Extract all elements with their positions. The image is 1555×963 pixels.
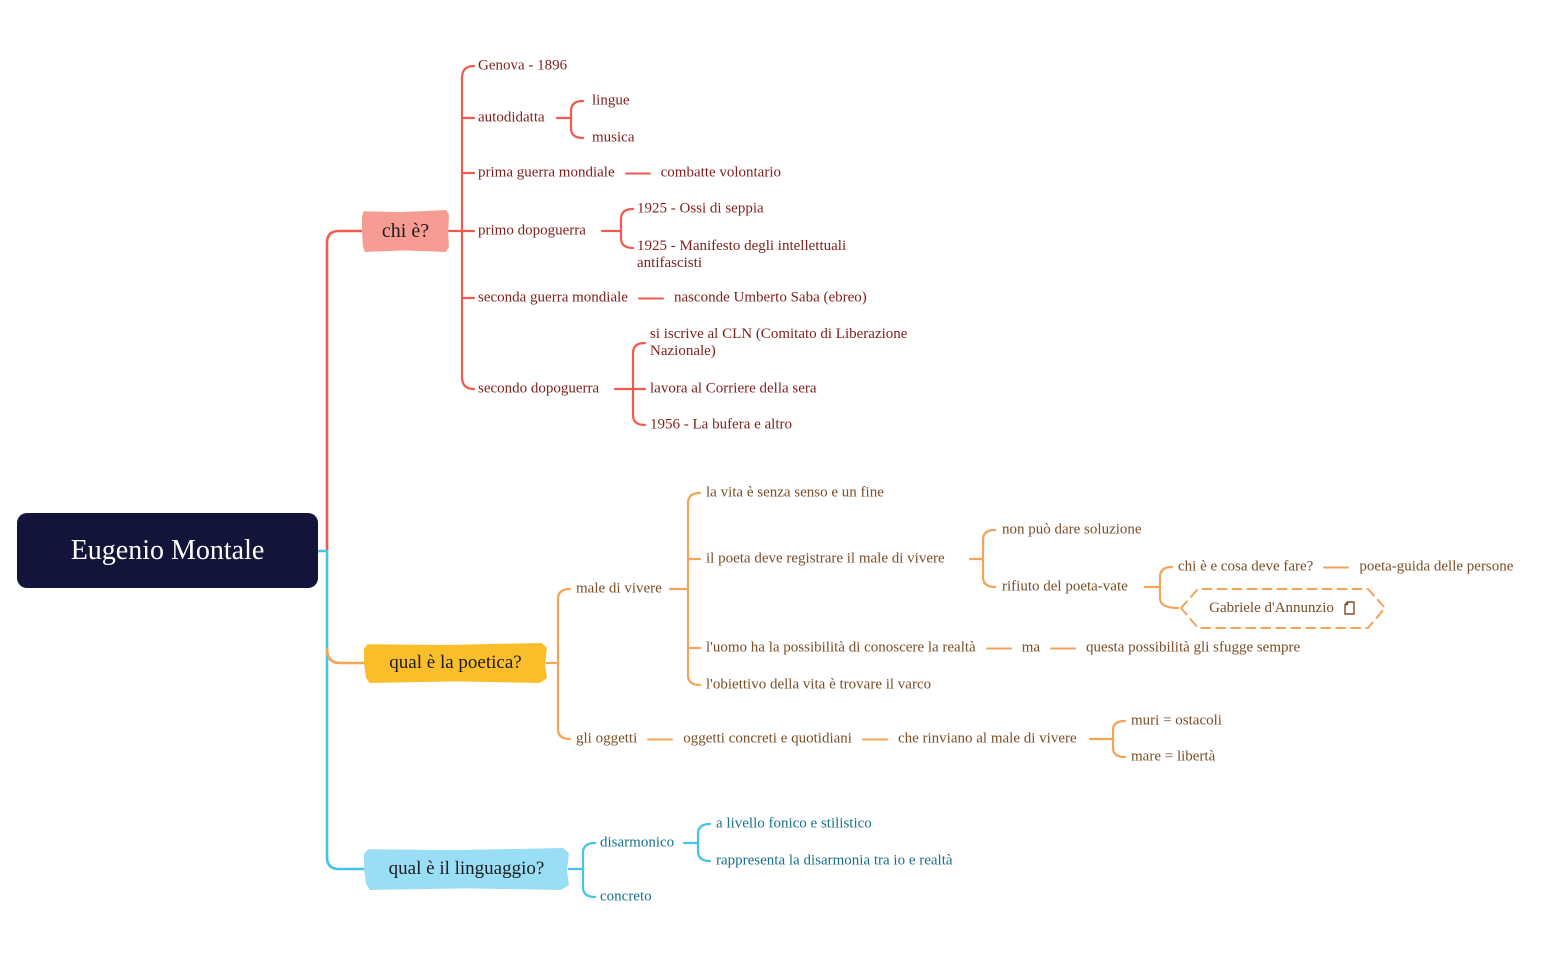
connector-dash	[861, 738, 888, 740]
node-chi-e-cosa-deve-fare[interactable]: chi è e cosa deve fare?	[1178, 558, 1314, 575]
node-non-puo-dare-soluzione[interactable]: non può dare soluzione	[1002, 521, 1142, 538]
node-prima-guerra-mondiale[interactable]: prima guerra mondiale	[478, 164, 615, 181]
node-secondo-dopoguerra[interactable]: secondo dopoguerra	[478, 380, 600, 397]
node-obiettivo-varco[interactable]: l'obiettivo della vita è trovare il varc…	[706, 676, 932, 693]
note-icon[interactable]	[1342, 600, 1357, 616]
node-uomo-conoscere-realta[interactable]: l'uomo ha la possibilità di conoscere la…	[706, 639, 976, 656]
node-male-di-vivere[interactable]: male di vivere	[576, 580, 662, 597]
connector-dash	[624, 172, 651, 174]
node-cln[interactable]: si iscrive al CLN (Comitato di Liberazio…	[650, 326, 908, 359]
node-manifesto-antifascisti[interactable]: 1925 - Manifesto degli intellettuali ant…	[637, 238, 847, 271]
root-topic[interactable]: Eugenio Montale	[17, 513, 318, 588]
node-gabriele-dannunzio[interactable]: Gabriele d'Annunzio	[1181, 588, 1385, 628]
node-rifiuto-poeta-vate[interactable]: rifiuto del poeta-vate	[1002, 578, 1128, 595]
node-genova-1896[interactable]: Genova - 1896	[478, 57, 568, 74]
row-uomo-possibilita: l'uomo ha la possibilità di conoscere la…	[706, 640, 1300, 657]
node-disarmonia-io-realta[interactable]: rappresenta la disarmonia tra io e realt…	[716, 852, 953, 869]
topic-qual-e-il-linguaggio[interactable]: qual è il linguaggio?	[364, 848, 569, 890]
node-ma[interactable]: ma	[1021, 639, 1041, 656]
node-lingue[interactable]: lingue	[592, 92, 630, 109]
node-poeta-registra-male[interactable]: il poeta deve registrare il male di vive…	[706, 550, 945, 567]
node-musica[interactable]: musica	[592, 129, 635, 146]
node-mare-liberta[interactable]: mare = libertà	[1131, 748, 1216, 765]
node-combatte-volontario[interactable]: combatte volontario	[660, 164, 782, 181]
topic-qual-e-la-poetica[interactable]: qual è la poetica?	[364, 643, 547, 683]
node-concreto[interactable]: concreto	[600, 888, 652, 905]
node-seconda-guerra-mondiale[interactable]: seconda guerra mondiale	[478, 289, 628, 306]
node-disarmonico[interactable]: disarmonico	[600, 834, 675, 851]
node-livello-fonico[interactable]: a livello fonico e stilistico	[716, 815, 872, 832]
row-gli-oggetti: gli oggetti oggetti concreti e quotidian…	[576, 731, 1077, 748]
connector-dash	[1323, 566, 1350, 568]
dannunzio-label: Gabriele d'Annunzio	[1209, 599, 1334, 616]
row-seconda-guerra: seconda guerra mondiale nasconde Umberto…	[478, 290, 867, 307]
node-rinviano-male-di-vivere[interactable]: che rinviano al male di vivere	[897, 730, 1077, 747]
node-possibilita-sfugge[interactable]: questa possibilità gli sfugge sempre	[1086, 639, 1301, 656]
node-vita-senza-senso[interactable]: la vita è senza senso e un fine	[706, 484, 884, 501]
node-corriere-della-sera[interactable]: lavora al Corriere della sera	[650, 380, 817, 397]
connector-dash	[647, 738, 674, 740]
node-poeta-guida[interactable]: poeta-guida delle persone	[1359, 558, 1514, 575]
node-autodidatta[interactable]: autodidatta	[478, 109, 545, 126]
row-prima-guerra: prima guerra mondiale combatte volontari…	[478, 165, 781, 182]
connector-dash	[1050, 647, 1077, 649]
topic-chi-e[interactable]: chi è?	[362, 210, 449, 252]
node-nasconde-saba[interactable]: nasconde Umberto Saba (ebreo)	[673, 289, 867, 306]
connector-dash	[985, 647, 1012, 649]
node-oggetti-concreti[interactable]: oggetti concreti e quotidiani	[683, 730, 852, 747]
node-primo-dopoguerra[interactable]: primo dopoguerra	[478, 222, 586, 239]
row-chi-e-cosa: chi è e cosa deve fare? poeta-guida dell…	[1178, 559, 1513, 576]
node-ossi-di-seppia[interactable]: 1925 - Ossi di seppia	[637, 200, 764, 217]
node-muri-ostacoli[interactable]: muri = ostacoli	[1131, 712, 1222, 729]
node-la-bufera[interactable]: 1956 - La bufera e altro	[650, 416, 793, 433]
node-gli-oggetti[interactable]: gli oggetti	[576, 730, 638, 747]
connector-dash	[637, 297, 664, 299]
